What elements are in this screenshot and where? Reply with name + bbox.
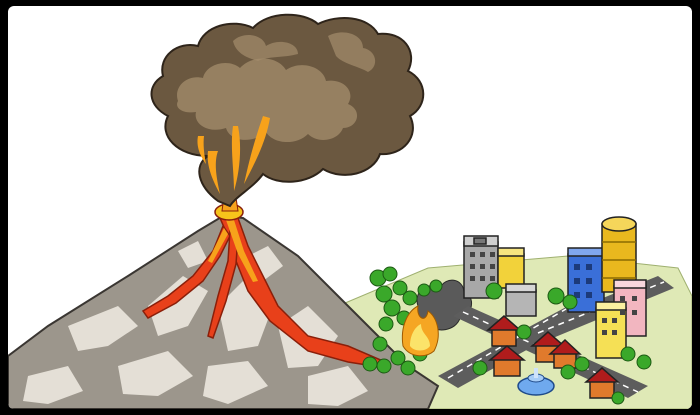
volcano-illustration	[8, 13, 692, 409]
lava-flows	[141, 217, 388, 369]
city-buildings	[463, 216, 647, 359]
building-windows	[470, 252, 637, 335]
forest-fire	[401, 305, 439, 357]
volcano-mountain	[8, 214, 440, 409]
ash-cloud	[150, 13, 425, 208]
city-houses	[486, 315, 620, 399]
fountain	[517, 368, 555, 396]
city-trees	[472, 282, 652, 405]
illustration-canvas	[8, 6, 692, 409]
